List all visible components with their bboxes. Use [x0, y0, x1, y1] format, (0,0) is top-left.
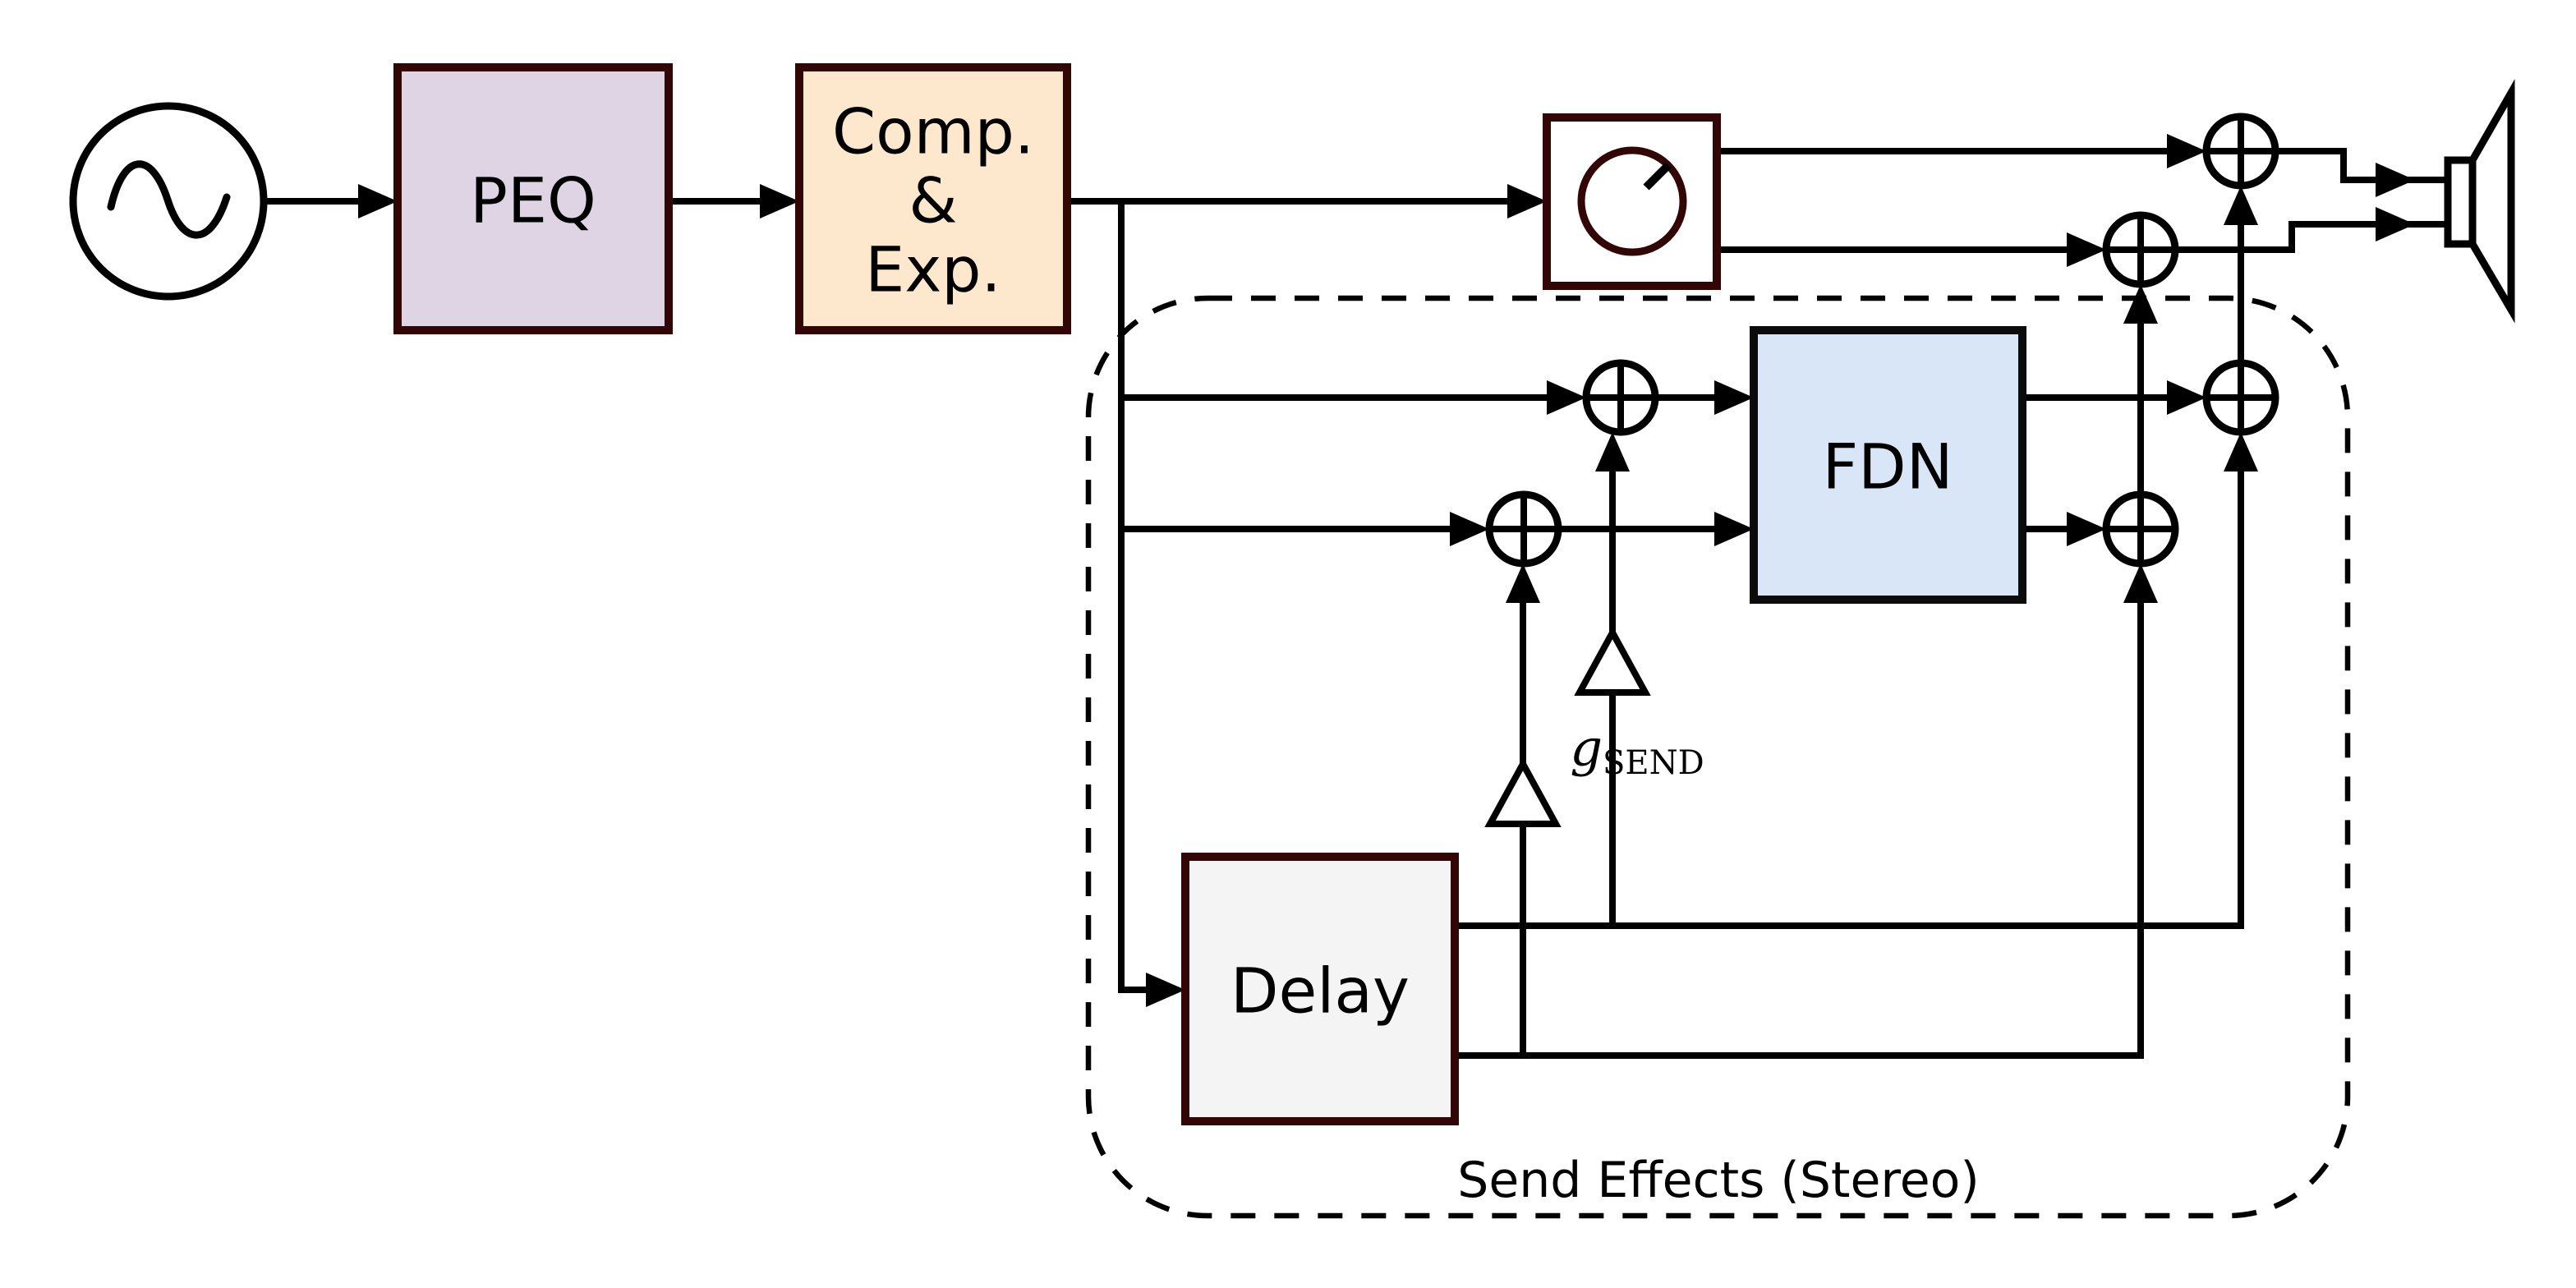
arrow-into-sum-post-fdn-right	[2067, 512, 2106, 546]
arrow-into-sum-out-right	[2067, 232, 2106, 267]
knob-box	[1543, 113, 1721, 290]
sine-source	[69, 102, 268, 301]
arrow-into-peq	[358, 184, 398, 218]
send-gain-amplifiers: gSEND	[1484, 625, 1704, 827]
sum-node-pre-fdn-right	[1485, 490, 1562, 568]
arrow-into-fdn-right	[1714, 512, 1754, 546]
sum-nodes	[1485, 113, 2279, 568]
comp-exp-label-line1: Comp.	[832, 95, 1034, 168]
wire-delay-out-right	[1455, 596, 2144, 1059]
delay-label: Delay	[1230, 954, 1410, 1028]
arrowheads	[358, 134, 2415, 1007]
sum-node-output-right	[2102, 211, 2179, 288]
send-gain-label: gSEND	[1570, 718, 1704, 782]
comp-exp-label-line2: &	[908, 164, 957, 237]
arrow-into-knob	[1507, 184, 1547, 218]
send-gain-subscript: SEND	[1603, 744, 1704, 782]
send-gain-symbol: g	[1570, 718, 1603, 778]
sine-wave-icon	[107, 160, 231, 239]
peq-label: PEQ	[470, 164, 596, 237]
arrow-into-sum-pre-fdn-right	[1450, 512, 1489, 546]
arrow-up-into-sum-pre-fdn-right	[1506, 564, 1540, 603]
wire-branch-to-delay	[1118, 201, 1154, 993]
peq-box	[393, 63, 673, 334]
comp-exp-box	[795, 63, 1071, 334]
arrow-up-into-sum-out-left	[2224, 186, 2258, 225]
arrow-up-into-sum-pre-fdn-left	[1595, 432, 1630, 472]
arrow-up-into-sum-post-fdn-left	[2224, 432, 2258, 472]
peq-block: PEQ	[393, 63, 673, 334]
send-effects-region: Send Effects (Stereo)	[1085, 295, 2351, 1219]
knob-dial-icon	[1577, 146, 1687, 256]
sum-node-output-left	[2202, 113, 2279, 190]
dry-gain-knob	[1543, 113, 1721, 290]
gain-triangle-right-icon	[1484, 757, 1562, 827]
sum-node-post-fdn-right	[2102, 490, 2179, 568]
fdn-block: FDN	[1750, 326, 2026, 604]
arrow-into-delay	[1146, 973, 1185, 1007]
wires	[264, 148, 2448, 1059]
delay-box	[1181, 853, 1459, 1125]
arrow-up-into-sum-out-right	[2123, 284, 2158, 324]
delay-block: Delay	[1181, 853, 1459, 1125]
arrow-up-into-sum-post-fdn-right	[2123, 564, 2158, 603]
arrow-into-speaker-bottom	[2376, 207, 2415, 242]
arrow-into-speaker-top	[2376, 163, 2415, 197]
send-effects-dashed-border	[1085, 295, 2351, 1219]
fdn-label: FDN	[1822, 430, 1953, 504]
arrow-into-sum-out-left	[2167, 134, 2206, 168]
wire-sum-to-speaker-bottom	[2175, 221, 2448, 253]
sum-node-post-fdn-left	[2202, 359, 2279, 436]
arrow-into-sum-post-fdn-left	[2167, 380, 2206, 415]
speaker-icon	[2444, 79, 2515, 324]
sum-node-pre-fdn-left	[1582, 359, 1659, 436]
arrow-into-fdn-left	[1714, 380, 1754, 415]
send-effects-region-label: Send Effects (Stereo)	[1457, 1152, 1980, 1209]
arrow-into-sum-pre-fdn-left	[1547, 380, 1586, 415]
comp-exp-label-line3: Exp.	[865, 233, 1000, 306]
speaker-driver	[2444, 156, 2477, 248]
gain-triangle-left-icon	[1574, 625, 1651, 696]
fdn-box	[1750, 326, 2026, 604]
knob-pointer-icon	[1643, 162, 1672, 191]
arrow-into-comp	[760, 184, 799, 218]
wire-delay-out-left	[1455, 465, 2244, 929]
comp-exp-block: Comp. & Exp.	[795, 63, 1071, 334]
